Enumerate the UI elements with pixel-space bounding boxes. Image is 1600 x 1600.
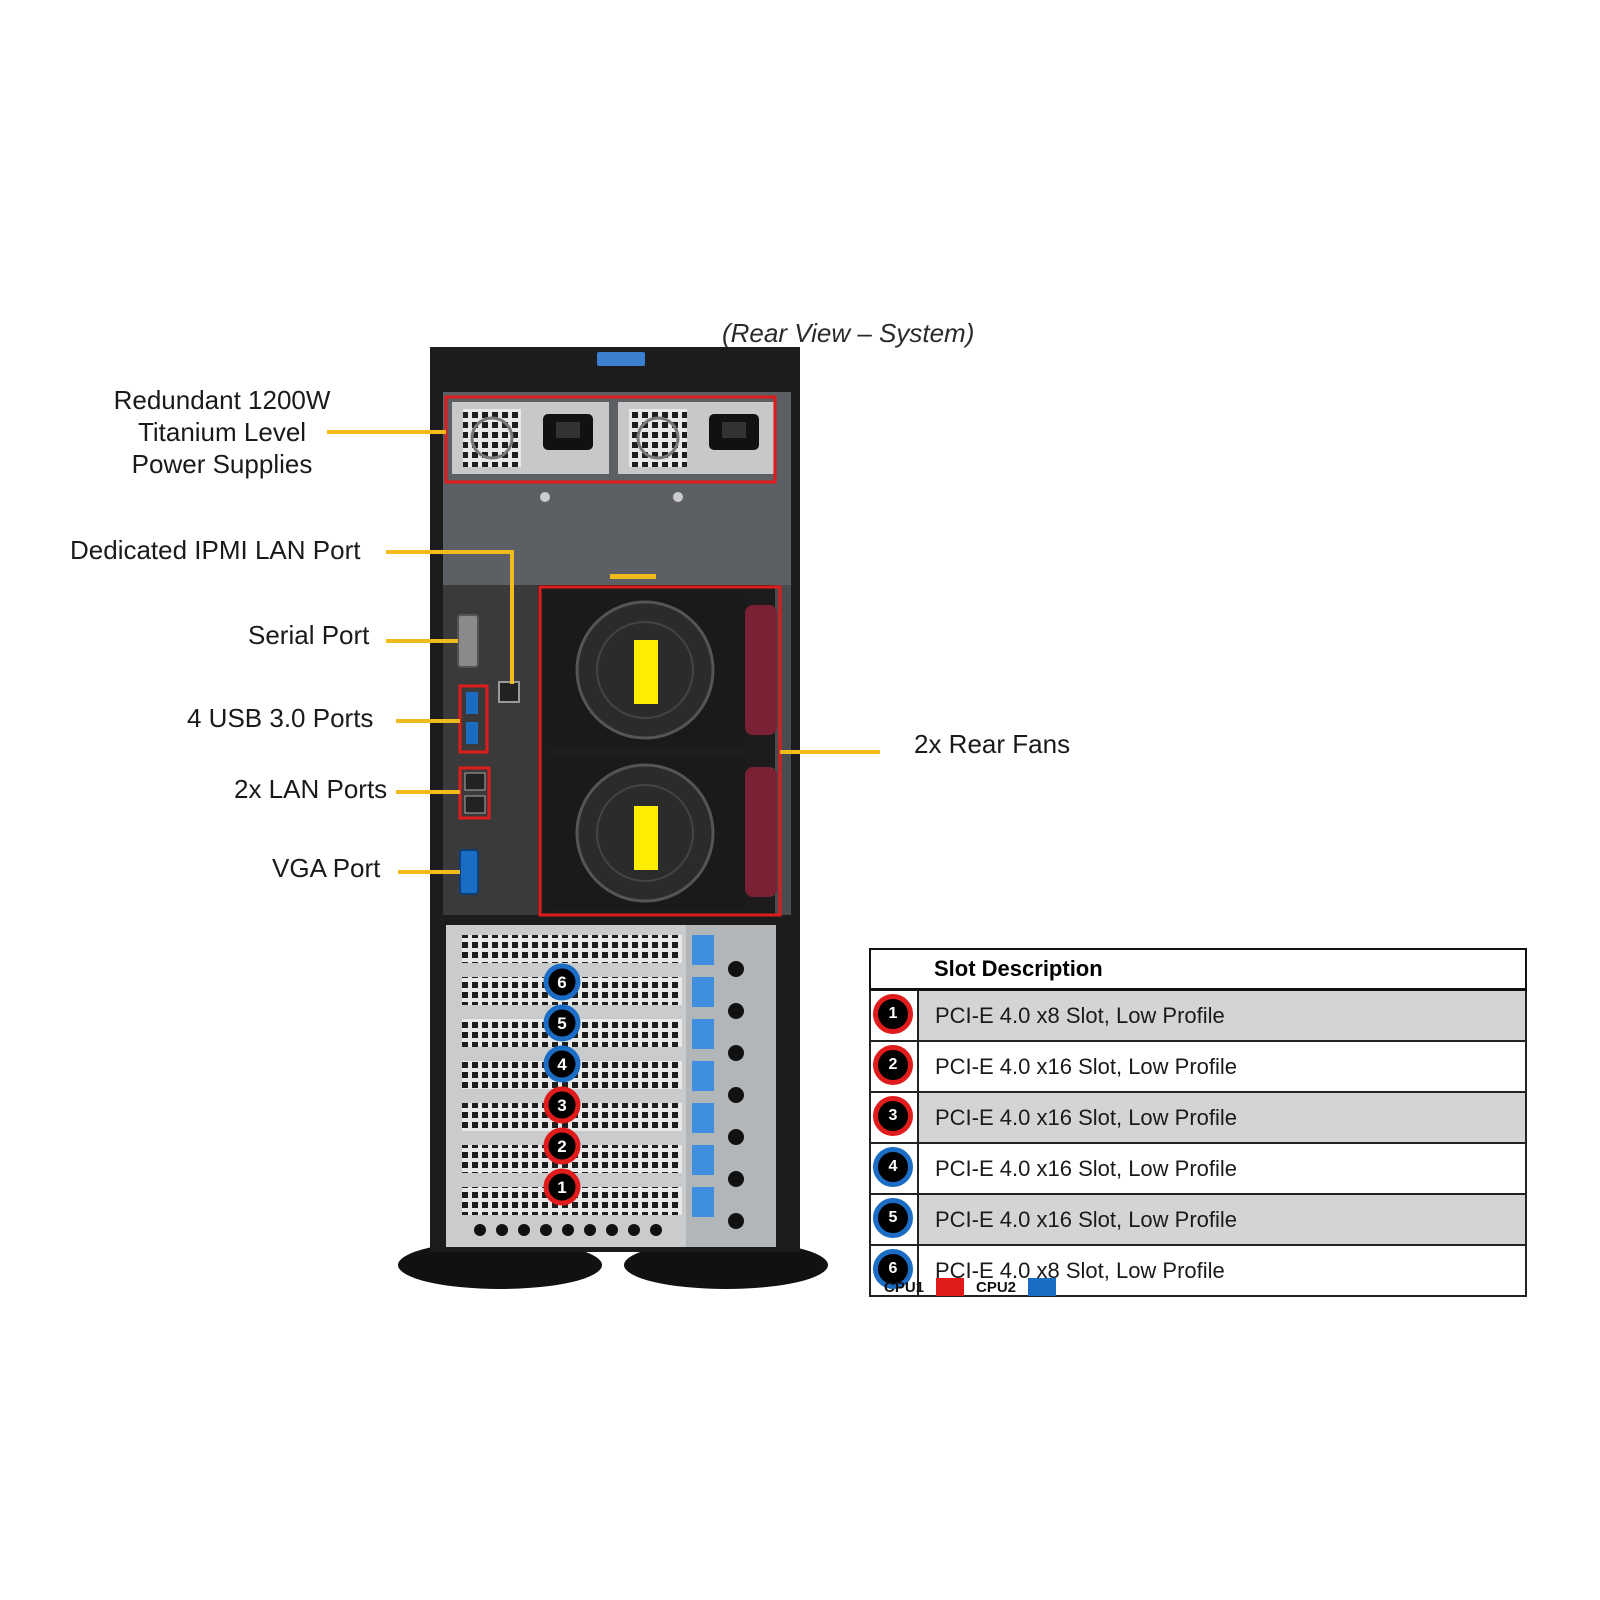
panel-screw: [540, 492, 550, 502]
slot-description: PCI-E 4.0 x16 Slot, Low Profile: [917, 1143, 1527, 1195]
slot-description: PCI-E 4.0 x16 Slot, Low Profile: [917, 1194, 1527, 1246]
slot-number-cell: 4: [869, 1143, 918, 1195]
slot-number-badges: 6 5 4 3 2 1: [543, 963, 581, 1206]
diagram-title: (Rear View – System): [722, 318, 975, 348]
lan-port: [464, 795, 486, 814]
slot-description: PCI-E 4.0 x8 Slot, Low Profile: [917, 989, 1527, 1042]
slot-number-cell: 1: [869, 989, 918, 1042]
rear-fan-1: [545, 592, 777, 747]
vent-hole: [650, 1224, 662, 1236]
chassis-slot-badge: 6: [543, 963, 581, 1001]
chassis-slot-number: 1: [557, 1178, 566, 1197]
vent-hole: [562, 1224, 574, 1236]
vent-hole: [606, 1224, 618, 1236]
panel-marker: [610, 574, 656, 579]
legend-cpu2-label: CPU2: [976, 1278, 1017, 1296]
slot-description: PCI-E 4.0 x8 Slot, Low Profile: [917, 1245, 1527, 1297]
slot-number-badge: 6: [873, 1249, 913, 1289]
vent-hole: [628, 1224, 640, 1236]
chassis-slot-number: 2: [557, 1137, 566, 1156]
legend-cpu1-label: CPU1: [884, 1278, 925, 1296]
callout-lines: [327, 430, 880, 874]
slot-number-badge: 1: [873, 994, 913, 1034]
legend-cpu1-swatch: [936, 1278, 965, 1296]
slot-number-cell: 3: [869, 1092, 918, 1144]
serial-port: [457, 614, 479, 668]
slot-number-badge: 5: [873, 1198, 913, 1238]
chassis-foot-right: [624, 1241, 828, 1289]
power-supply-1: [452, 402, 609, 474]
rear-fans-label: 2x Rear Fans: [914, 729, 1071, 759]
legend-cpu2-swatch: [1028, 1278, 1057, 1296]
chassis-slot-badge: 3: [543, 1086, 581, 1124]
chassis-foot-left: [398, 1241, 602, 1289]
ipmi-lan-port-label: Dedicated IPMI LAN Port: [70, 535, 361, 565]
slot-number-badge: 2: [873, 1045, 913, 1085]
table-header: Slot Description: [918, 948, 1527, 991]
vent-hole: [518, 1224, 530, 1236]
top-handle: [597, 352, 645, 366]
usb-port: [466, 692, 478, 714]
rear-fan-2: [545, 757, 777, 909]
slot-description: PCI-E 4.0 x16 Slot, Low Profile: [917, 1092, 1527, 1144]
lan-ports-label: 2x LAN Ports: [234, 774, 388, 804]
power-label-line-1: Redundant 1200W: [113, 385, 331, 415]
vga-port: [459, 849, 479, 895]
chassis-slot-number: 5: [557, 1014, 566, 1033]
panel-screw: [673, 492, 683, 502]
chassis-slot-badge: 2: [543, 1127, 581, 1165]
chassis-slot-number: 4: [557, 1055, 567, 1074]
vga-port-label: VGA Port: [272, 853, 381, 883]
vent-hole: [584, 1224, 596, 1236]
ipmi-callout-line: [386, 550, 514, 684]
chassis-slot-number: 3: [557, 1096, 566, 1115]
power-label-line-3: Power Supplies: [131, 449, 313, 479]
usb-port: [466, 722, 478, 744]
slot-number-cell: 5: [869, 1194, 918, 1246]
chassis-slot-number: 6: [557, 973, 566, 992]
chassis-slot-badge: 1: [543, 1168, 581, 1206]
power-supplies-label: Redundant 1200W Titanium Level Power Sup…: [102, 384, 342, 480]
slot-number-badge: 4: [873, 1147, 913, 1187]
power-label-line-2: Titanium Level: [137, 417, 307, 447]
power-supplies-highlight: [444, 395, 777, 484]
slot-number-cell: 6: [869, 1245, 918, 1297]
usb-ports-label: 4 USB 3.0 Ports: [187, 703, 374, 733]
slot-description: PCI-E 4.0 x16 Slot, Low Profile: [917, 1041, 1527, 1093]
slot-covers: [462, 935, 744, 1229]
power-supply-2: [618, 402, 775, 474]
lan-port: [464, 772, 486, 791]
bottom-vent-holes: [474, 1224, 662, 1236]
table-header-row: Slot Description: [869, 948, 1527, 991]
serial-port-label: Serial Port: [248, 620, 370, 650]
vent-hole: [496, 1224, 508, 1236]
vent-hole: [474, 1224, 486, 1236]
vent-hole: [540, 1224, 552, 1236]
header-num-cell: [869, 948, 918, 991]
slot-number-badge: 3: [873, 1096, 913, 1136]
slot-cover: [462, 935, 744, 977]
ipmi-lan-port: [498, 681, 520, 703]
chassis-slot-badge: 4: [543, 1045, 581, 1083]
cpu-legend: CPU1 CPU2: [884, 1278, 1057, 1296]
chassis-slot-badge: 5: [543, 1004, 581, 1042]
slot-number-cell: 2: [869, 1041, 918, 1093]
